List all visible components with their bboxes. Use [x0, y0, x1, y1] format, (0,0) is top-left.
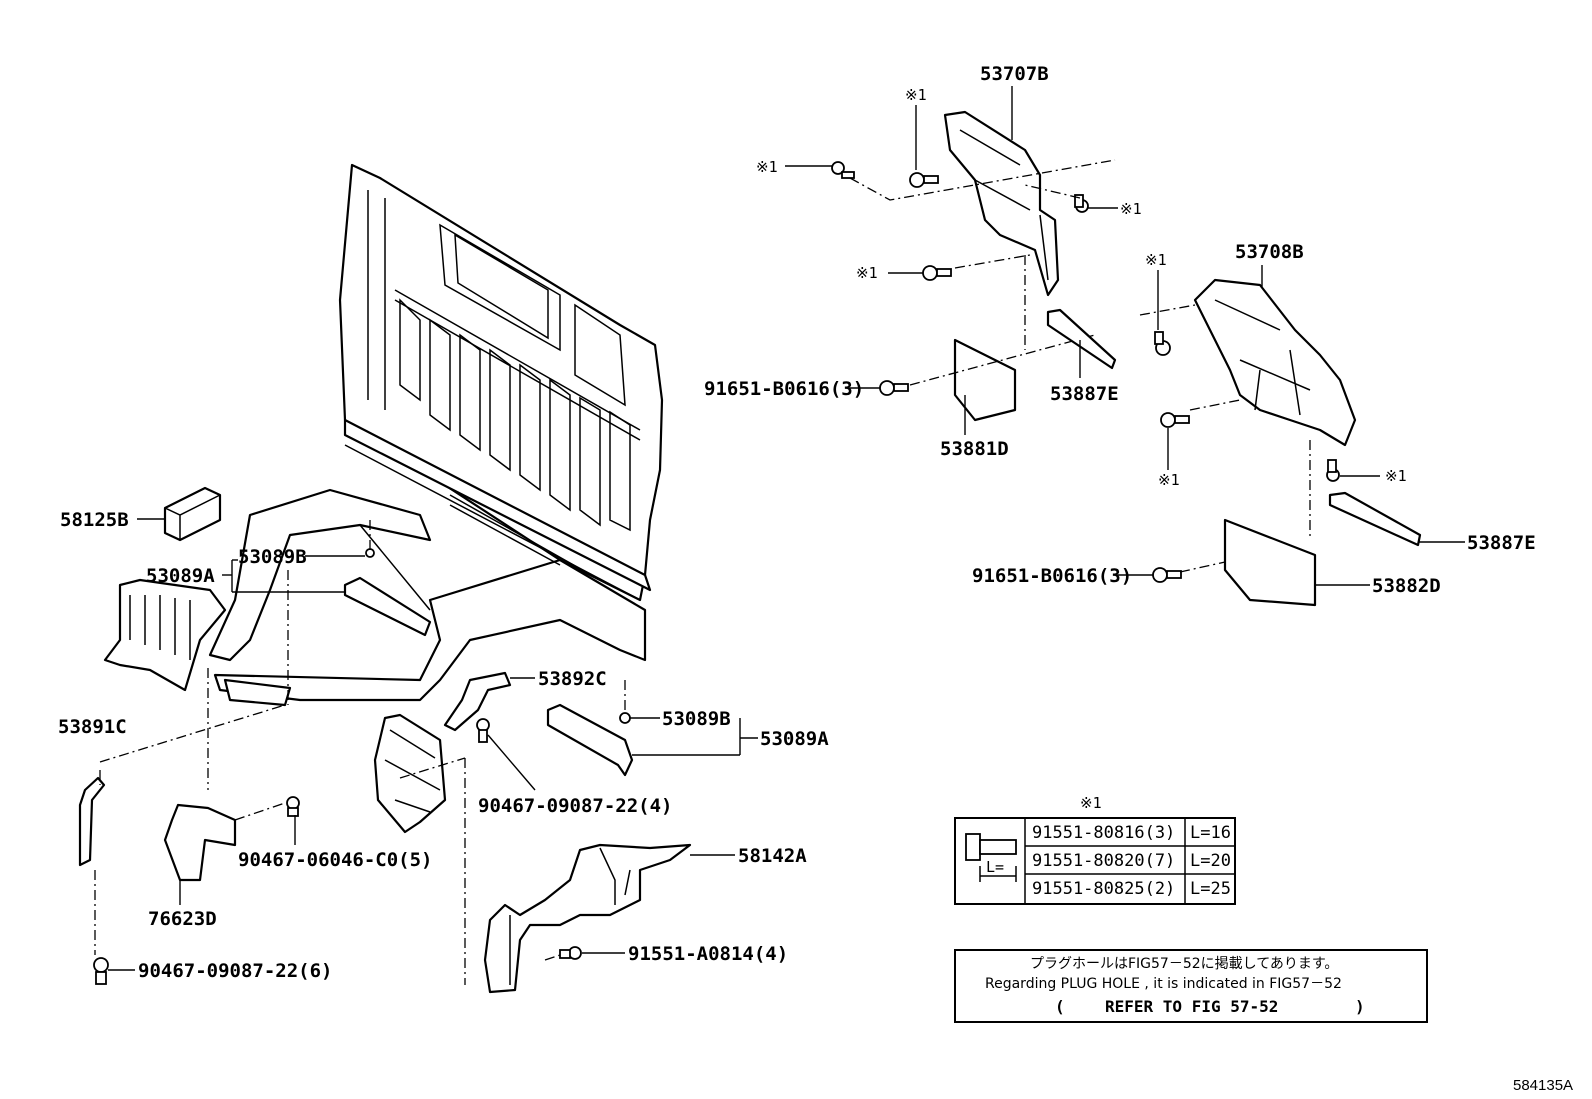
bolt-length-icon: L=: [965, 833, 1017, 882]
mark-table: ※1 L= 91551-80816(3) L=16 91551-80820(7)…: [954, 794, 1236, 905]
label-90467-06046-C0-5: 90467-06046-C0(5): [238, 849, 432, 871]
label-91551-A0814-4: 91551-A0814(4): [628, 943, 788, 965]
label-58142A: 58142A: [738, 845, 807, 867]
note-ref-text: REFER TO FIG 57-52: [1105, 997, 1278, 1016]
figure-id: 584135A: [1513, 1077, 1573, 1094]
label-91651-B0616-right: 91651-B0616(3): [972, 565, 1132, 587]
label-53892C: 53892C: [538, 668, 607, 690]
note-english: Regarding PLUG HOLE , it is indicated in…: [985, 976, 1342, 992]
svg-text:L=: L=: [986, 858, 1004, 876]
label-53887E-top: 53887E: [1050, 383, 1119, 405]
svg-text:※1: ※1: [856, 264, 878, 282]
part-53881D: 53881D 91651-B0616(3): [704, 334, 1096, 460]
part-53089-left: 53089A 53089B: [146, 520, 466, 985]
svg-text:※1: ※1: [1145, 251, 1167, 269]
screw-right-1: ※1: [1074, 194, 1142, 218]
note-ref-close: ): [1355, 997, 1365, 1016]
table-row-2-part: 91551-80820(7): [1032, 851, 1175, 871]
screw-left-1: ※1: [756, 158, 855, 179]
part-76623D: 76623D 90467-06046-C0(5): [148, 796, 432, 930]
part-53089-right: 53089B 53089A: [546, 680, 829, 777]
table-row-2-length: L=20: [1190, 851, 1231, 871]
part-53887E-top: 53887E: [1046, 308, 1119, 405]
part-53708B: 53708B ※1 ※1 ※1: [1139, 241, 1407, 540]
screw-53708-left: ※1: [1158, 412, 1190, 489]
svg-text:※1: ※1: [905, 86, 927, 104]
label-53089B-right: 53089B: [662, 708, 731, 730]
svg-text:※1: ※1: [1385, 467, 1407, 485]
screw-top-1: ※1: [905, 86, 939, 188]
screw-53708-right: ※1: [1326, 459, 1407, 485]
part-center-lower-bracket: [373, 713, 466, 834]
label-53707B: 53707B: [980, 63, 1049, 85]
part-53707B: 53707B ※1 ※1 ※1 ※1: [756, 63, 1142, 350]
mark-table-header: ※1: [1080, 794, 1102, 812]
label-90467-09087-22-4: 90467-09087-22(4): [478, 795, 672, 817]
table-row-3-length: L=25: [1190, 879, 1231, 899]
label-53887E-right: 53887E: [1467, 532, 1536, 554]
label-53089A-right: 53089A: [760, 728, 829, 750]
part-58142A: 58142A 91551-A0814(4): [483, 843, 807, 994]
note-ref-open: (: [1055, 997, 1065, 1016]
label-90467-09087-22-6: 90467-09087-22(6): [138, 960, 332, 982]
label-53089A-left: 53089A: [146, 565, 215, 587]
part-58125B: 58125B: [60, 486, 222, 542]
label-53089B-left: 53089B: [238, 546, 307, 568]
svg-text:※1: ※1: [756, 158, 778, 176]
plug-hole-note: プラグホールはFIG57－52に掲載してあります。 Regarding PLUG…: [954, 949, 1428, 1023]
table-row-1-length: L=16: [1190, 823, 1231, 843]
rear-panel-assembly: [103, 163, 664, 707]
screw-mid-1: ※1: [856, 264, 952, 282]
label-53881D: 53881D: [940, 438, 1009, 460]
part-53887E-right: 53887E: [1328, 491, 1536, 554]
label-53708B: 53708B: [1235, 241, 1304, 263]
label-58125B: 58125B: [60, 509, 129, 531]
table-row-3-part: 91551-80825(2): [1032, 879, 1175, 899]
label-76623D: 76623D: [148, 908, 217, 930]
svg-text:※1: ※1: [1120, 200, 1142, 218]
note-japanese: プラグホールはFIG57－52に掲載してあります。: [1030, 956, 1338, 972]
part-53892C: 53892C 90467-09087-22(4): [443, 668, 672, 817]
screw-53708-top: ※1: [1145, 251, 1171, 356]
label-53891C: 53891C: [58, 716, 127, 738]
part-53882D: 53882D 91651-B0616(3): [972, 518, 1441, 607]
label-53882D: 53882D: [1372, 575, 1441, 597]
table-row-1-part: 91551-80816(3): [1032, 823, 1175, 843]
part-53891C: 53891C 90467-09087-22(6): [58, 704, 332, 985]
svg-text:※1: ※1: [1158, 471, 1180, 489]
label-91651-B0616-top: 91651-B0616(3): [704, 378, 864, 400]
